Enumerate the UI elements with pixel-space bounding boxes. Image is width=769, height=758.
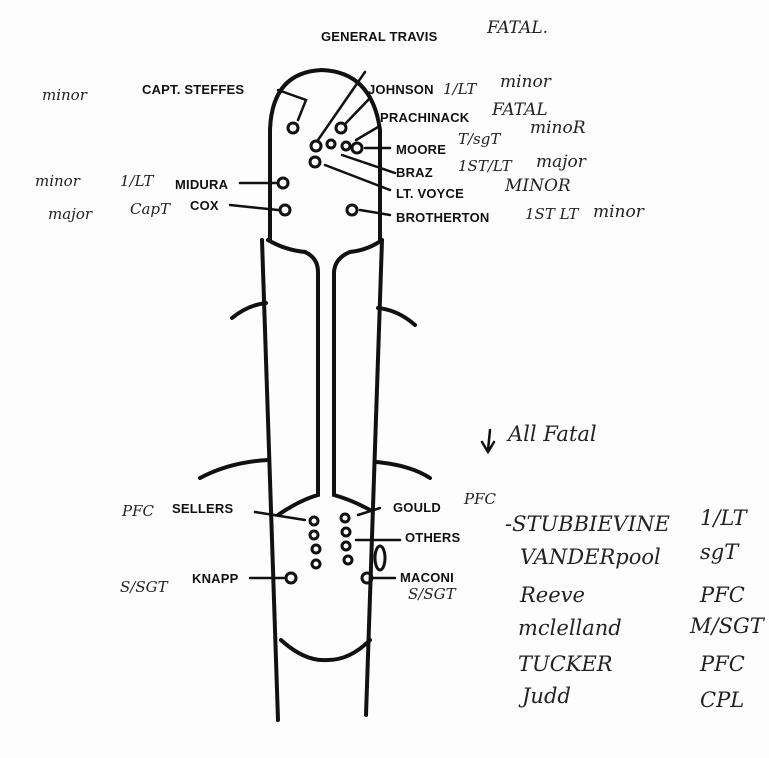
seat-johnson: [334, 121, 348, 135]
fuselage-left-side: [260, 238, 280, 722]
label-johnson: JOHNSON: [368, 82, 434, 97]
others-rank: PFC: [700, 652, 745, 676]
status-moore: minoR: [530, 118, 586, 138]
others-rank: 1/LT: [700, 506, 747, 530]
rank-gould: PFC: [464, 490, 496, 508]
seat-brotherton: [345, 203, 359, 217]
right-channel: [332, 250, 372, 512]
status-cox: major: [48, 205, 93, 223]
seat-moore: [350, 141, 364, 155]
others-name: VANDERpool: [520, 545, 661, 569]
label-voyce: LT. VOYCE: [396, 186, 465, 201]
label-moore: MOORE: [396, 142, 447, 157]
seat-prachinack: [325, 138, 337, 150]
rank-sellers: PFC: [122, 502, 154, 520]
cockpit-bulkhead: [266, 238, 384, 254]
status-prachinack: FATAL: [492, 100, 548, 120]
others-name: -STUBBIEVINE: [505, 512, 670, 536]
tail-bulkhead: [279, 638, 372, 663]
rank-cox: CapT: [130, 200, 171, 218]
others-name: TUCKER: [518, 652, 613, 676]
others-rank: CPL: [700, 688, 745, 712]
label-maconi: MACONI: [400, 570, 454, 585]
left-wing-arc: [198, 458, 270, 480]
others-name: Reeve: [520, 583, 585, 607]
rank-braz: 1ST/LT: [458, 157, 512, 175]
label-steffes: CAPT. STEFFES: [142, 82, 245, 97]
label-others: OTHERS: [405, 530, 461, 545]
label-midura: MIDURA: [175, 177, 229, 192]
seat-braz: [340, 140, 352, 152]
status-voyce: MINOR: [505, 176, 571, 196]
label-sellers: SELLERS: [172, 501, 234, 516]
seat-steffes: [286, 121, 300, 135]
status-braz: major: [536, 152, 586, 172]
status-johnson: minor: [500, 72, 551, 92]
rank-johnson: 1/LT: [443, 80, 477, 98]
fuselage-nose: [268, 67, 382, 242]
fuselage-right-side: [364, 238, 384, 717]
label-knapp: KNAPP: [192, 571, 239, 586]
label-brotherton: BROTHERTON: [396, 210, 490, 225]
seat-voyce: [308, 155, 322, 169]
label-cox: COX: [190, 198, 219, 213]
seat-knapp: [284, 571, 298, 585]
seat-cox: [278, 203, 292, 217]
others-rank: sgT: [700, 540, 739, 564]
seat-maconi: [360, 571, 374, 585]
left-wing-stub: [230, 301, 268, 320]
label-prachinack: PRACHINACK: [380, 110, 470, 125]
status-brotherton: minor: [593, 202, 644, 222]
right-wing-arc: [374, 460, 432, 480]
others-rank: M/SGT: [690, 614, 764, 638]
label-braz: BRAZ: [396, 165, 433, 180]
status-steffes: minor: [42, 86, 87, 104]
seats: [276, 121, 387, 585]
rank-brotherton: 1ST LT: [525, 205, 579, 223]
seat-travis: [309, 139, 323, 153]
others-name: Judd: [522, 684, 571, 708]
label-gould: GOULD: [393, 500, 441, 515]
rank-knapp: S/SGT: [120, 578, 168, 596]
seat-midura: [276, 176, 290, 190]
status-midura: minor: [35, 172, 80, 190]
pointer-arrows: [228, 70, 496, 580]
rank-midura: 1/LT: [120, 172, 154, 190]
status-travis: FATAL.: [487, 18, 549, 38]
right-wing-stub: [376, 306, 417, 327]
others-rank: PFC: [700, 583, 745, 607]
seat-extra: [373, 544, 387, 572]
others-name: mclelland: [518, 616, 622, 640]
rank-moore: T/sgT: [458, 130, 501, 148]
label-travis: GENERAL TRAVIS: [321, 29, 438, 44]
all-fatal-note: All Fatal: [508, 422, 597, 446]
rank-maconi: S/SGT: [408, 585, 456, 603]
left-channel: [276, 250, 320, 517]
